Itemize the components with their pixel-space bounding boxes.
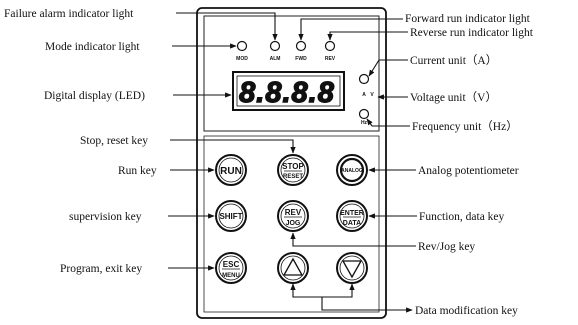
enter-key-label: ENTER (340, 210, 364, 217)
stop-reset-label: Stop, reset key (80, 135, 148, 147)
up-arrow-button[interactable] (277, 252, 309, 284)
rev-jog-label: Rev/Jog key (418, 241, 475, 253)
esc-key-label: ESC (223, 260, 240, 269)
rev-led-label: REV (325, 56, 336, 62)
stop-key-label: STOP (282, 162, 304, 171)
function-data-label: Function, data key (419, 211, 505, 223)
voltage-unit-label: Voltage unit（V） (410, 91, 497, 104)
mod-led-icon (236, 40, 248, 52)
pot-key-label: ANALOG (341, 168, 363, 174)
enter-data-button[interactable]: ENTER DATA (336, 200, 368, 232)
run-key-label: RUN (220, 166, 242, 177)
rev-jog-button[interactable]: REV JOG (277, 200, 309, 232)
current-unit-leader (368, 59, 408, 77)
stop-reset-button[interactable]: STOP RESET (277, 154, 309, 186)
rev-jog-leader (290, 232, 416, 247)
alm-led-icon (269, 40, 281, 52)
analog-pot-label: Analog potentiometer (418, 165, 519, 177)
data-mod-leader-stub (321, 297, 413, 313)
program-exit-label: Program, exit key (60, 263, 142, 275)
failure-alarm-label: Failure alarm indicator light (4, 8, 134, 20)
mod-led-label: MOD (236, 56, 248, 62)
failure-alarm-leader (176, 12, 278, 41)
data-key-label: DATA (343, 220, 361, 227)
keys: RUN STOP RESET ANALOG SHIFT REV JOG (215, 154, 368, 284)
down-arrow-icon (341, 260, 363, 279)
hz-unit-label: Hz (361, 120, 368, 126)
digital-display-label: Digital display (LED) (44, 90, 145, 102)
esc-menu-button[interactable]: ESC MENU (215, 252, 247, 284)
display-digits: 8.8.8.8 (239, 77, 335, 109)
supervision-key-label: supervision key (69, 211, 142, 223)
current-unit-label: Current unit（A） (410, 54, 497, 67)
forward-run-label: Forward run indicator light (405, 13, 531, 25)
frequency-unit-label: Frequency unit（Hz） (412, 120, 518, 133)
frequency-unit-leader (366, 118, 410, 127)
rev-led-icon (324, 40, 336, 52)
shift-button[interactable]: SHIFT (215, 200, 247, 232)
fwd-led-label: FWD (295, 56, 307, 62)
mode-indicator-label: Mode indicator light (45, 41, 140, 53)
alm-led-label: ALM (270, 56, 281, 62)
run-button[interactable]: RUN (215, 154, 247, 186)
reset-key-label: RESET (283, 174, 303, 180)
v-unit-label: V (370, 92, 374, 98)
reverse-run-leader (327, 31, 408, 41)
stop-reset-leader (170, 139, 296, 154)
rev-key-label: REV (285, 208, 302, 217)
data-mod-label: Data modification key (415, 305, 518, 317)
frequency-unit-led-icon (358, 108, 370, 120)
reverse-run-label: Reverse run indicator light (410, 27, 534, 39)
analog-potentiometer-knob[interactable]: ANALOG (336, 154, 368, 186)
leader-lines (168, 12, 417, 313)
fwd-led-icon (295, 40, 307, 52)
current-unit-led-icon (358, 73, 370, 85)
shift-key-label: SHIFT (219, 212, 242, 221)
led-display: 8.8.8.8 (232, 71, 345, 111)
forward-run-leader (298, 18, 403, 41)
jog-key-label: JOG (286, 220, 301, 227)
led-indicators: MOD ALM FWD REV A V Hz (236, 40, 374, 126)
a-unit-label: A (362, 92, 366, 98)
up-arrow-icon (282, 257, 304, 276)
run-key-label-text: Run key (118, 165, 157, 177)
menu-key-label: MENU (222, 273, 240, 279)
down-arrow-button[interactable] (336, 252, 368, 284)
